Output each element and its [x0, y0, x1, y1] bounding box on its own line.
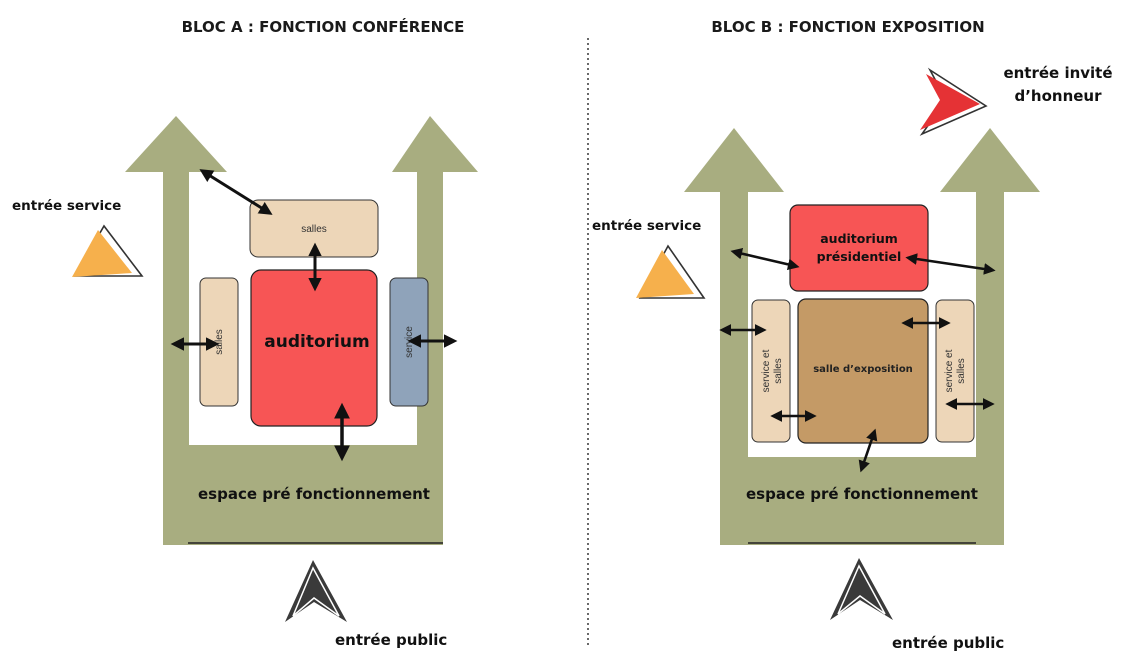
bloc-b-connection-left-auditorium	[730, 247, 800, 271]
bloc-a-salles-left-label: salles	[214, 329, 225, 355]
bloc-a-connections	[170, 169, 458, 462]
bloc-b-entree-service-icon	[636, 244, 706, 299]
bloc-b-auditorium-label-line1: auditorium	[820, 231, 898, 246]
bloc-a-entree-public-icon	[285, 560, 347, 622]
bloc-b-auditorium-label-line2: présidentiel	[817, 249, 902, 264]
bloc-b-service-salles-left-line2: salles	[773, 358, 784, 384]
bloc-b-title: BLOC B : FONCTION EXPOSITION	[711, 18, 984, 36]
bloc-b-left-arrow-head	[684, 128, 784, 192]
bloc-b-service-salles-right-line1: service et	[944, 349, 955, 392]
bloc-a-auditorium-label: auditorium	[264, 332, 369, 352]
bloc-b-right-arrow-head	[940, 128, 1040, 192]
bloc-b-service-salles-right	[935, 299, 975, 443]
bloc-b-entree-invite-line2: d’honneur	[1014, 87, 1102, 105]
bloc-b-entree-public-label: entrée public	[892, 634, 1004, 652]
bloc-b-entree-public-icon	[830, 558, 893, 620]
bloc-b-auditorium-presidentiel	[789, 204, 929, 292]
bloc-b-connection-expo-espace	[858, 428, 878, 473]
bloc-a: BLOC A : FONCTION CONFÉRENCE salles sall…	[12, 17, 478, 649]
bloc-a-entree-service-icon	[72, 224, 144, 277]
bloc-a-salles-top-label: salles	[301, 224, 327, 235]
bloc-a-espace-label: espace pré fonctionnement	[198, 485, 430, 503]
bloc-b: BLOC B : FONCTION EXPOSITION auditorium …	[592, 18, 1113, 652]
bloc-b-circulation	[684, 128, 1040, 545]
bloc-b-service-salles-left-line1: service et	[761, 349, 772, 392]
bloc-a-entree-public-label: entrée public	[335, 631, 447, 649]
bloc-b-salle-exposition-label: salle d’exposition	[813, 364, 913, 375]
bloc-a-entree-service-label: entrée service	[12, 198, 121, 214]
bloc-b-service-salles-right-line2: salles	[956, 358, 967, 384]
bloc-a-title: BLOC A : FONCTION CONFÉRENCE	[182, 17, 465, 36]
bloc-a-pre-function-band	[163, 445, 443, 545]
bloc-b-connection-auditorium-right	[905, 253, 996, 275]
bloc-b-entree-invite-line1: entrée invité	[1003, 64, 1112, 82]
bloc-b-entree-honneur-icon	[919, 67, 988, 136]
bloc-a-right-arrow-head	[392, 116, 478, 172]
bloc-a-connection-service-salles	[199, 169, 273, 215]
bloc-b-espace-label: espace pré fonctionnement	[746, 485, 978, 503]
bloc-b-entree-service-label: entrée service	[592, 218, 701, 234]
bloc-b-connections	[719, 247, 996, 473]
bloc-a-left-arrow-head	[125, 116, 227, 172]
